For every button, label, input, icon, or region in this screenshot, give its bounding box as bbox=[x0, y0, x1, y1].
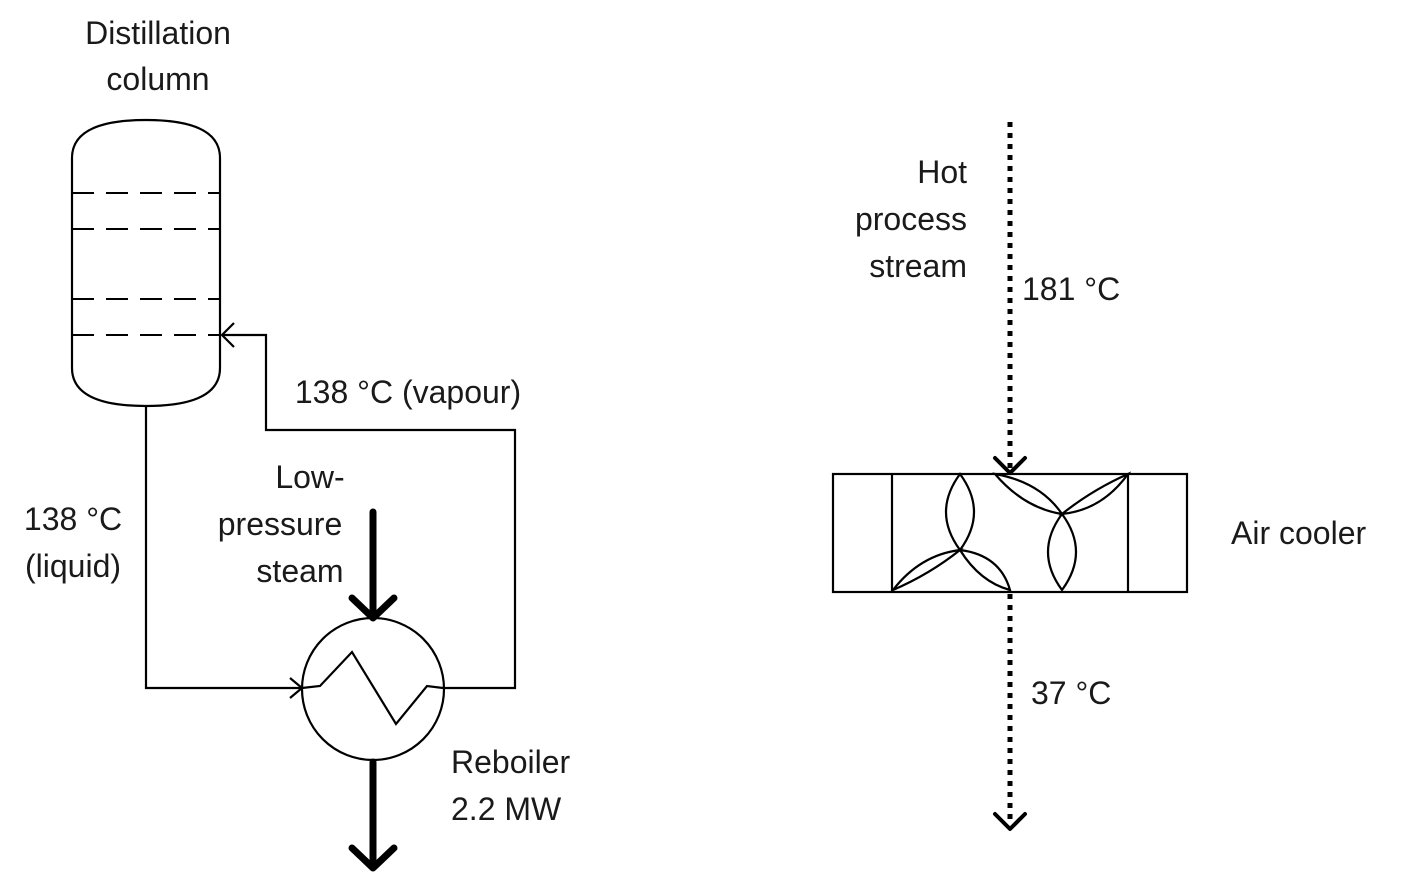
vapour-temp-label: 138 °C (vapour) bbox=[295, 374, 521, 410]
hot-stream-label-2: process bbox=[855, 201, 967, 237]
reboiler-coil bbox=[301, 650, 444, 726]
hot-stream-outlet-arrowhead bbox=[993, 812, 1027, 831]
reboiler-label: Reboiler bbox=[451, 744, 571, 780]
vapour-arrowhead bbox=[220, 322, 235, 348]
reboiler bbox=[300, 616, 446, 762]
air-cooler bbox=[831, 472, 1189, 594]
reboiler-duty-label: 2.2 MW bbox=[451, 791, 562, 827]
distillation-column bbox=[70, 118, 222, 408]
liquid-temp-label: 138 °C bbox=[24, 501, 122, 537]
hot-stream-label: Hot bbox=[917, 154, 967, 190]
distillation-column-label: Distillation bbox=[85, 15, 231, 51]
liquid-stream-line bbox=[144, 406, 302, 690]
steam-label: Low- bbox=[275, 459, 344, 495]
distillation-column-label-2: column bbox=[106, 61, 209, 97]
vapour-stream-line bbox=[222, 333, 517, 690]
steam-label-3: steam bbox=[256, 553, 343, 589]
fan-icon bbox=[892, 472, 1012, 592]
inlet-temp-label: 181 °C bbox=[1022, 271, 1120, 307]
outlet-temp-label: 37 °C bbox=[1031, 675, 1111, 711]
fan-icon bbox=[992, 471, 1132, 592]
steam-label-2: pressure bbox=[218, 506, 343, 542]
air-cooler-label: Air cooler bbox=[1231, 515, 1367, 551]
hot-stream-label-3: stream bbox=[869, 248, 967, 284]
condensate-outlet-arrowhead bbox=[348, 844, 398, 872]
liquid-temp-label-2: (liquid) bbox=[25, 548, 121, 584]
